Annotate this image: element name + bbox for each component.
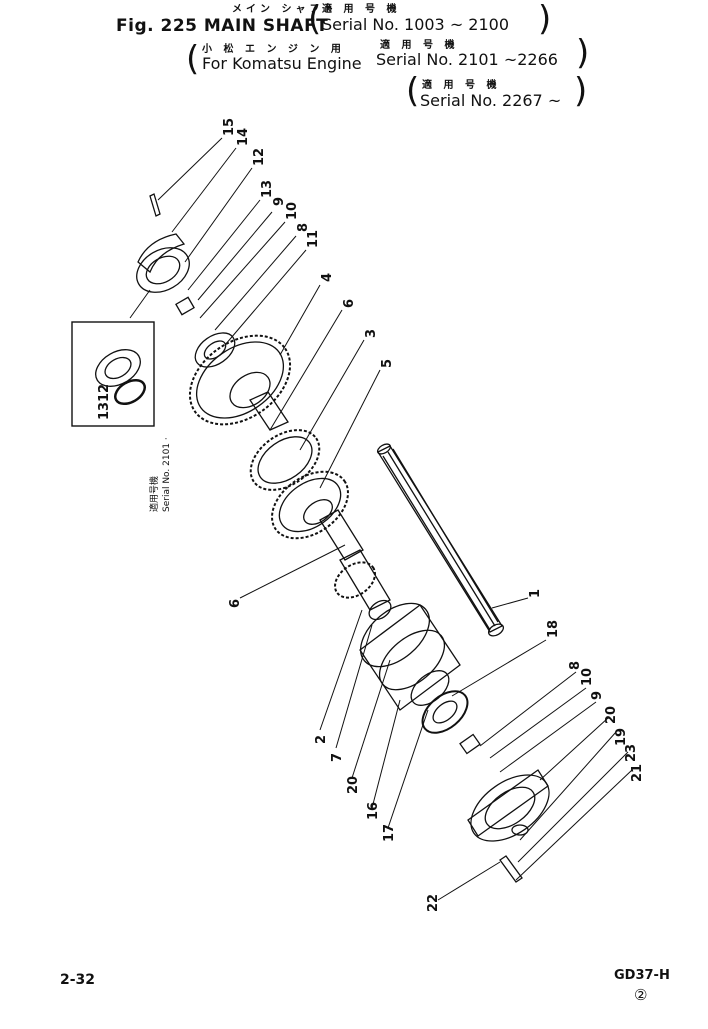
callout-18: 18 xyxy=(546,619,561,638)
serial-range-3: Serial No. 2267 ~ xyxy=(420,91,562,110)
callout-10-lower: 10 xyxy=(580,667,595,686)
title-kana: メイン シャフト xyxy=(232,4,338,15)
callout-2: 2 xyxy=(314,734,329,744)
splined-shaft xyxy=(376,443,505,637)
lower-gear-and-housing xyxy=(334,549,469,734)
paren-close-1: ) xyxy=(538,0,552,39)
callout-12: 12 xyxy=(252,147,267,166)
callout-15: 15 xyxy=(222,117,237,136)
callout-9-lower: 9 xyxy=(590,690,605,700)
callout-10: 10 xyxy=(285,201,300,220)
callout-11: 11 xyxy=(306,229,321,248)
lower-cover-assembly xyxy=(459,733,550,883)
callout-23: 23 xyxy=(624,743,639,762)
callout-6: 6 xyxy=(342,298,357,308)
callout-7: 7 xyxy=(330,752,345,762)
callout-14: 14 xyxy=(236,127,251,146)
serial-range-1: Serial No. 1003 ~ 2100 xyxy=(322,15,510,34)
figure-title: Fig. 225 MAIN SHAFT xyxy=(116,16,329,36)
paren-close-3: ) xyxy=(574,71,588,111)
callout-22: 22 xyxy=(426,893,441,912)
callout-21: 21 xyxy=(630,763,645,782)
komatsu-kana: 小 松 エ ン ジ ン 用 xyxy=(202,44,345,55)
model-code: GD37-H xyxy=(614,968,670,983)
callout-5: 5 xyxy=(380,358,395,368)
komatsu-engine-label: For Komatsu Engine xyxy=(202,54,362,73)
applicable-kana-2: 適 用 号 機 xyxy=(380,40,459,51)
inset-label-12: 12 xyxy=(97,383,112,402)
callout-1: 1 xyxy=(528,588,543,598)
inset-note-en: Serial No. 2101 · xyxy=(162,437,172,512)
callout-3: 3 xyxy=(364,328,379,338)
gear-cluster-upper xyxy=(188,332,292,431)
applicable-kana-3: 適 用 号 機 xyxy=(422,80,501,91)
callout-16: 16 xyxy=(366,801,381,820)
callout-17: 17 xyxy=(382,823,397,842)
paren-open-1: ( xyxy=(308,0,322,39)
callout-6-lower: 6 xyxy=(228,598,243,608)
paren-close-2: ) xyxy=(576,33,590,73)
inset-detail-box xyxy=(71,289,155,427)
top-cover-assembly xyxy=(136,193,195,316)
callout-4: 4 xyxy=(320,272,335,282)
paren-open-2: ( xyxy=(186,39,200,79)
callout-13: 13 xyxy=(260,179,275,198)
callout-20: 20 xyxy=(346,775,361,794)
applicable-kana-1: 適 用 号 機 xyxy=(322,4,401,15)
page-number: 2-32 xyxy=(60,972,96,988)
revision-mark: ② xyxy=(634,986,648,1004)
inset-label-13: 13 xyxy=(97,401,112,420)
paren-open-3: ( xyxy=(406,71,420,111)
callout-20-lower: 20 xyxy=(604,705,619,724)
gear-cluster-middle xyxy=(249,429,364,561)
leader-lines xyxy=(157,137,633,901)
inset-note-jp: 適用号機 xyxy=(150,475,160,512)
serial-range-2: Serial No. 2101 ~2266 xyxy=(376,50,558,69)
